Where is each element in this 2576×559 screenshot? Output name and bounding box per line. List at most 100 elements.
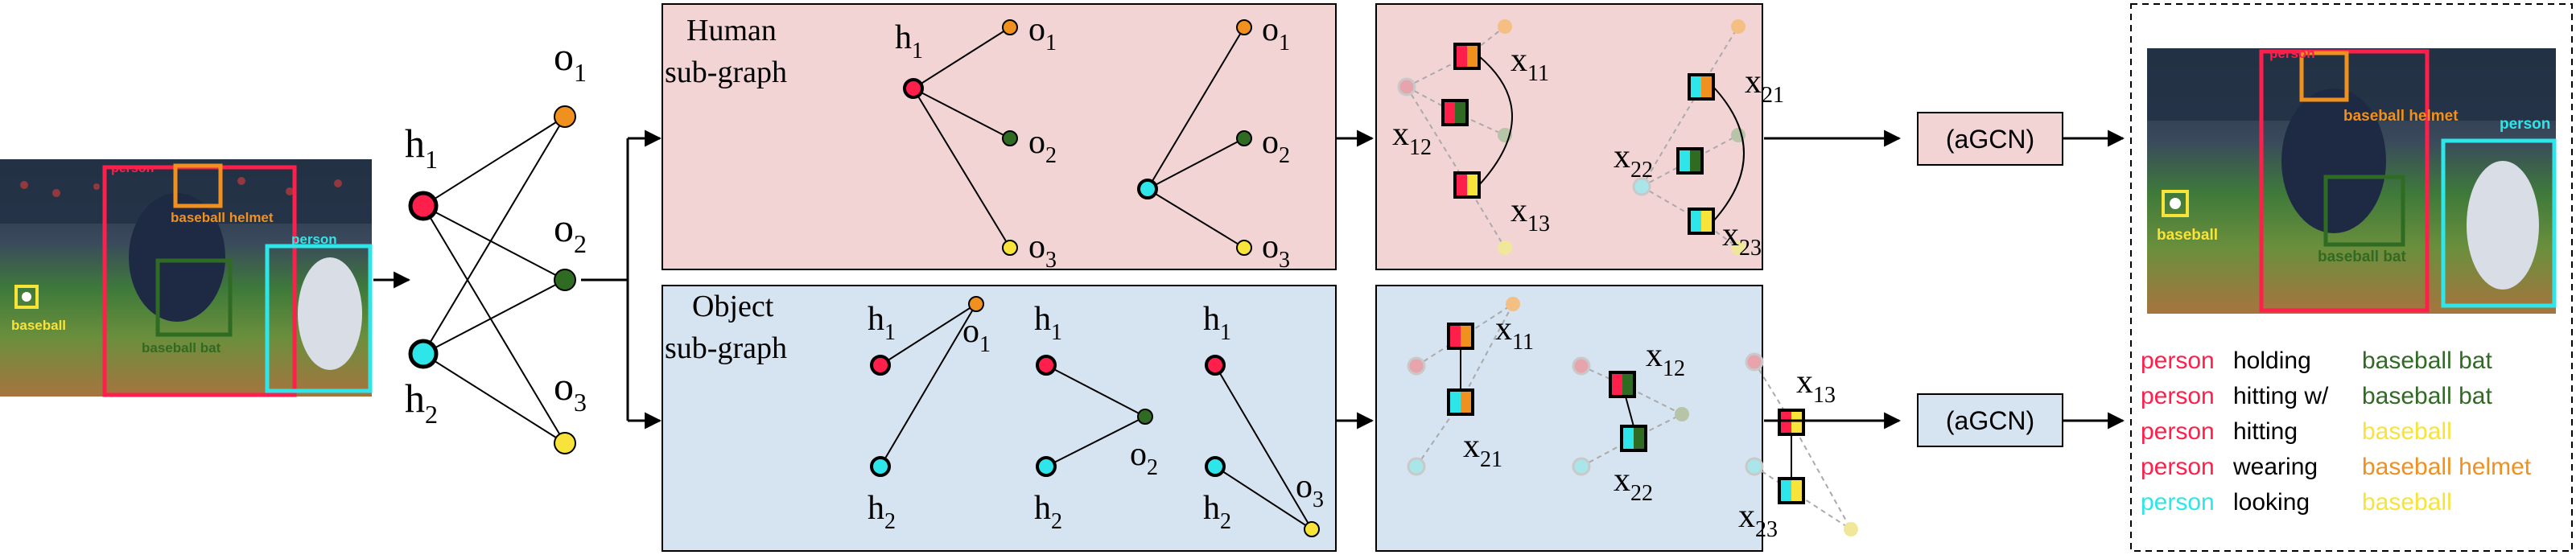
bbox-baseball [14,285,39,309]
object-panel-title-2: sub-graph [665,331,787,365]
triplet-list: person holding baseball bat person hitting w… [2141,347,2532,516]
svg-text:h2: h2 [1203,490,1231,534]
svg-text:(aGCN): (aGCN) [1946,406,2034,435]
human-panel-title-2: sub-graph [665,55,787,89]
edge-node-x13 [1453,171,1481,199]
input-label-person-1: person [111,162,154,175]
edge-node-obj-x12 [1609,371,1636,398]
svg-text:h2: h2 [1034,490,1062,534]
edge-node-x12 [1441,99,1469,126]
triplet-subject: person [2141,454,2215,480]
node-o2 [554,269,576,291]
bbox-person-2 [265,244,373,393]
triplet-object: baseball [2362,489,2452,516]
triplet-row: person looking baseball [2141,489,2452,516]
svg-text:x23: x23 [1738,498,1778,542]
triplet-object: baseball helmet [2362,454,2532,480]
object-edge-panel: x11 x21 x12 x22 [1375,285,1858,552]
svg-text:x23: x23 [1722,216,1762,261]
split-arrows [581,129,662,430]
node-h1 [408,191,439,221]
edge-node-x11 [1453,43,1481,70]
catcher-figure [298,257,362,370]
svg-text:h1: h1 [895,19,923,64]
edge-node-obj-x22 [1620,425,1647,452]
object-subgraph-panel: Object sub-graph h1 h2 o1 h1 h2 o2 h [662,285,1337,552]
svg-text:x11: x11 [1495,310,1534,355]
edge-node-obj-x21 [1447,388,1474,416]
svg-text:x22: x22 [1614,138,1653,183]
batter-figure [129,193,225,322]
svg-text:h1: h1 [1034,301,1062,345]
output-image: person baseball helmet person baseball b… [2147,46,2557,314]
svg-text:x13: x13 [1511,192,1550,236]
triplet-object: baseball bat [2362,383,2492,409]
label-o2: o2 [554,205,587,258]
svg-text:x11: x11 [1511,42,1549,86]
svg-text:x12: x12 [1646,337,1685,381]
triplet-row: person hitting baseball [2141,418,2452,445]
triplet-object: baseball [2362,418,2452,445]
svg-text:o3: o3 [1028,228,1057,273]
object-panel-title-1: Object [692,290,774,323]
svg-text:h1: h1 [1203,301,1231,345]
triplet-subject: person [2141,418,2215,445]
edge-node-obj-x13 [1778,409,1805,436]
triplet-predicate: hitting w/ [2233,383,2329,409]
bbox-helmet [173,163,223,208]
svg-text:person: person [2500,116,2550,133]
agcn-box-top: (aGCN) [1917,112,2063,166]
svg-text:baseball bat: baseball bat [2318,249,2406,265]
triplet-predicate: wearing [2232,454,2318,480]
triplet-row: person wearing baseball helmet [2141,454,2532,480]
triplet-subject: person [2141,383,2215,409]
edge-node-obj-x23 [1778,477,1805,504]
edge-node-obj-x11 [1447,323,1474,350]
svg-text:o3: o3 [1262,228,1290,273]
svg-text:baseball: baseball [2157,227,2218,244]
triplet-predicate: looking [2233,489,2310,516]
edge-node-x21 [1688,73,1715,101]
human-panel-title-1: Human [686,14,777,47]
label-o1: o1 [554,34,587,87]
edge-node-x22 [1676,147,1704,175]
svg-text:x21: x21 [1745,64,1784,108]
svg-text:o1: o1 [1262,11,1290,55]
triplet-object: baseball bat [2362,347,2492,374]
svg-text:x21: x21 [1463,428,1502,472]
svg-text:person: person [2269,46,2315,61]
node-o1 [554,105,576,128]
input-label-helmet: baseball helmet [171,210,274,225]
input-image: person baseball helmet person baseball b… [0,159,373,397]
svg-text:o3: o3 [1296,468,1324,512]
triplet-subject: person [2141,347,2215,374]
node-o3 [554,432,576,454]
bbox-bat [155,258,233,337]
triplet-predicate: holding [2233,347,2311,374]
svg-text:o2: o2 [1130,436,1158,480]
triplet-subject: person [2141,489,2215,516]
label-h2: h2 [405,376,438,429]
svg-text:x13: x13 [1796,364,1836,408]
human-subgraph-panel: Human sub-graph h1 o1 o2 o3 o1 o2 o3 [662,3,1337,273]
node-h2 [408,339,439,369]
human-edge-panel: x11 x12 x13 x [1375,3,1784,270]
svg-text:h1: h1 [868,301,896,345]
label-h1: h1 [405,121,438,174]
triplet-row: person holding baseball bat [2141,347,2492,374]
svg-text:o2: o2 [1262,124,1290,168]
input-label-bat: baseball bat [142,340,221,356]
label-o3: o3 [554,364,587,417]
triplet-row: person hitting w/baseball bat [2141,383,2492,409]
agcn-box-bottom: (aGCN) [1917,393,2063,447]
triplet-predicate: hitting [2233,418,2298,445]
svg-text:o2: o2 [1028,124,1057,168]
svg-text:x12: x12 [1392,116,1432,160]
svg-text:(aGCN): (aGCN) [1946,125,2034,154]
edge-node-x23 [1688,208,1715,235]
input-label-baseball: baseball [11,318,66,333]
bipartite-graph: h1 h2 o1 o2 o3 [405,34,587,454]
svg-text:baseball helmet: baseball helmet [2343,108,2459,125]
svg-text:o1: o1 [962,313,991,357]
